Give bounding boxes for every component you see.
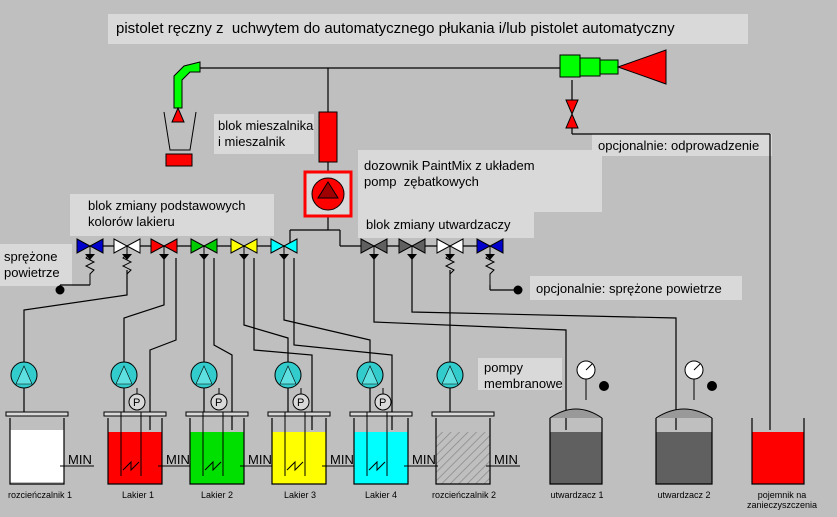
dosing-label: dozownik PaintMix z układem pomp zębatko… xyxy=(364,158,535,189)
valve-icon xyxy=(76,238,104,260)
page-title: pistolet ręczny z uchwytem do automatycz… xyxy=(116,20,675,37)
min-level-label: MIN xyxy=(68,452,92,467)
tank-label: Lakier 1 xyxy=(121,490,155,500)
tank xyxy=(751,418,805,485)
hardener-label: blok zmiany utwardzaczy xyxy=(366,217,511,232)
valve-icon xyxy=(436,238,464,260)
pumps-label-box xyxy=(478,358,562,390)
valve-icon xyxy=(150,238,178,260)
tanks xyxy=(5,388,805,485)
min-level-label: MIN xyxy=(330,452,354,467)
tank xyxy=(5,411,94,485)
spray-gun-icon xyxy=(559,49,667,85)
title-box xyxy=(108,14,748,44)
tank-label: rozcieńczalnik 1 xyxy=(7,490,73,500)
pressure-label: P xyxy=(133,397,141,409)
membrane-pumps xyxy=(10,361,464,389)
base-colors-label: blok zmiany podstawowych kolorów lakieru xyxy=(88,198,246,229)
opt-air-label: opcjonalnie: sprężone powietrze xyxy=(536,281,722,296)
tank xyxy=(655,408,713,485)
opt-air-label-box xyxy=(530,276,742,300)
pressure-label: P xyxy=(215,397,223,409)
tank-label: rozcieńczalnik 2 xyxy=(431,490,497,500)
hardener-label-box xyxy=(358,212,534,238)
valve-icon xyxy=(190,238,218,260)
base-colors-label-box xyxy=(70,194,274,236)
air-spring-icon xyxy=(55,253,523,295)
tank xyxy=(267,388,356,485)
min-level-label: MIN xyxy=(412,452,436,467)
mixer-label: blok mieszalnika i mieszalnik xyxy=(218,118,314,149)
min-level-label: MIN xyxy=(248,452,272,467)
drain-valve-icon xyxy=(565,99,579,129)
air-label: sprężone powietrze xyxy=(4,249,60,280)
tank-label: Lakier 4 xyxy=(364,490,398,500)
gear-pump-icon xyxy=(303,170,353,218)
min-level-label: MIN xyxy=(494,452,518,467)
tank-label: Lakier 2 xyxy=(200,490,234,500)
tank-label: utwardzacz 2 xyxy=(657,490,711,500)
tank xyxy=(549,408,603,485)
mixer-icon xyxy=(318,111,338,163)
membrane-pump-icon xyxy=(356,361,384,389)
air-label-box xyxy=(0,244,72,286)
tank xyxy=(349,388,438,485)
valve-icon xyxy=(360,238,388,260)
hand-gun-icon xyxy=(163,61,201,167)
tank xyxy=(103,388,192,485)
tank-label: Lakier 3 xyxy=(283,490,317,500)
valve-icon xyxy=(113,238,141,260)
membrane-pump-icon xyxy=(274,361,302,389)
tank xyxy=(185,388,274,485)
pressure-gauge-icon xyxy=(576,360,717,400)
tank-label: utwardzacz 1 xyxy=(550,490,604,500)
membrane-pump-icon xyxy=(436,361,464,389)
tank-label: pojemnik na zanieczyszczenia xyxy=(746,490,818,510)
pressure-label: P xyxy=(297,397,305,409)
membrane-pump-icon xyxy=(190,361,218,389)
dosing-label-box xyxy=(358,150,602,212)
membrane-pump-icon xyxy=(110,361,138,389)
pumps-label: pompy membranowe xyxy=(484,360,563,391)
drain-label: opcjonalnie: odprowadzenie xyxy=(598,138,760,153)
valve-row xyxy=(76,238,504,260)
membrane-pump-icon xyxy=(10,361,38,389)
drain-label-box xyxy=(592,134,772,156)
min-level-label: MIN xyxy=(166,452,190,467)
valve-icon xyxy=(230,238,258,260)
pressure-label: P xyxy=(379,397,387,409)
valve-icon xyxy=(398,238,426,260)
mixer-label-box xyxy=(214,114,314,154)
valve-icon xyxy=(476,238,504,260)
tank xyxy=(431,411,520,485)
valve-icon xyxy=(270,238,298,260)
